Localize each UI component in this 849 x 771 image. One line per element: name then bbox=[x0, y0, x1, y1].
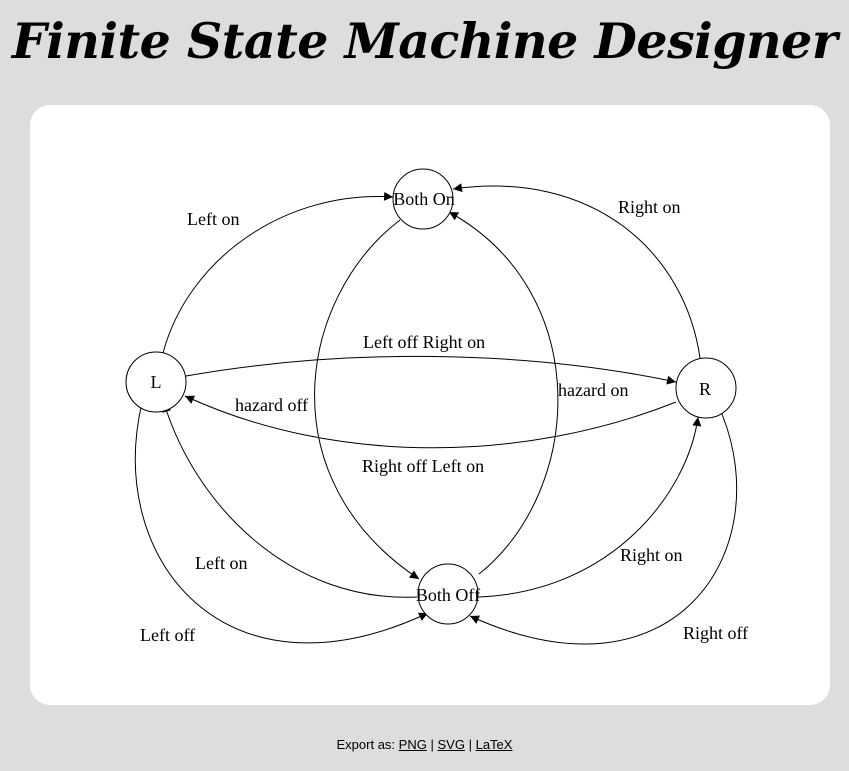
edge-label-right-on-top: Right on bbox=[618, 197, 681, 217]
edge-l-to-both-on[interactable] bbox=[162, 191, 394, 354]
edge-both-off-to-both-on[interactable] bbox=[448, 211, 559, 575]
edge-both-off-to-l[interactable] bbox=[162, 402, 418, 598]
export-separator: | bbox=[430, 737, 434, 752]
page-title: Finite State Machine Designer bbox=[11, 12, 838, 70]
edge-label-right-off: Right off bbox=[683, 623, 748, 643]
edge-l-to-both-off[interactable] bbox=[134, 402, 429, 644]
export-prefix: Export as: bbox=[336, 737, 396, 752]
state-label-r: R bbox=[699, 379, 711, 399]
edge-label-right-off-left-on: Right off Left on bbox=[362, 456, 484, 476]
export-latex-link[interactable]: LaTeX bbox=[475, 737, 513, 752]
fsm-canvas[interactable]: Both On L R Both Off Left on Right on Le… bbox=[30, 105, 830, 705]
edge-r-to-l[interactable] bbox=[184, 395, 677, 449]
state-label-both-off: Both Off bbox=[416, 585, 480, 605]
edge-label-left-on-bottom: Left on bbox=[195, 553, 247, 573]
edge-label-left-on-top: Left on bbox=[187, 209, 239, 229]
state-label-both-on: Both On bbox=[393, 189, 455, 209]
export-png-link[interactable]: PNG bbox=[398, 737, 427, 752]
edge-both-on-to-both-off[interactable] bbox=[314, 219, 420, 580]
export-separator: | bbox=[468, 737, 472, 752]
state-both-on[interactable] bbox=[392, 168, 454, 230]
edge-label-left-off-right-on: Left off Right on bbox=[363, 332, 485, 352]
export-svg-link[interactable]: SVG bbox=[437, 737, 465, 752]
edge-r-to-both-on[interactable] bbox=[452, 183, 701, 359]
edge-label-hazard-off: hazard off bbox=[235, 395, 308, 415]
state-r[interactable] bbox=[675, 357, 737, 419]
edge-label-right-on-bottom: Right on bbox=[620, 545, 683, 565]
edge-l-to-r[interactable] bbox=[185, 355, 677, 385]
edge-label-hazard-on: hazard on bbox=[558, 380, 628, 400]
edge-r-to-both-off[interactable] bbox=[469, 413, 738, 645]
edge-label-left-off: Left off bbox=[140, 625, 195, 645]
edge-both-off-to-r[interactable] bbox=[477, 416, 702, 598]
export-bar: Export as: PNG | SVG | LaTeX bbox=[0, 737, 849, 752]
state-label-l: L bbox=[151, 372, 162, 392]
state-l[interactable] bbox=[125, 351, 187, 413]
fsm-diagram-svg[interactable]: Both On L R Both Off Left on Right on Le… bbox=[30, 105, 830, 705]
state-both-off[interactable] bbox=[417, 563, 479, 625]
